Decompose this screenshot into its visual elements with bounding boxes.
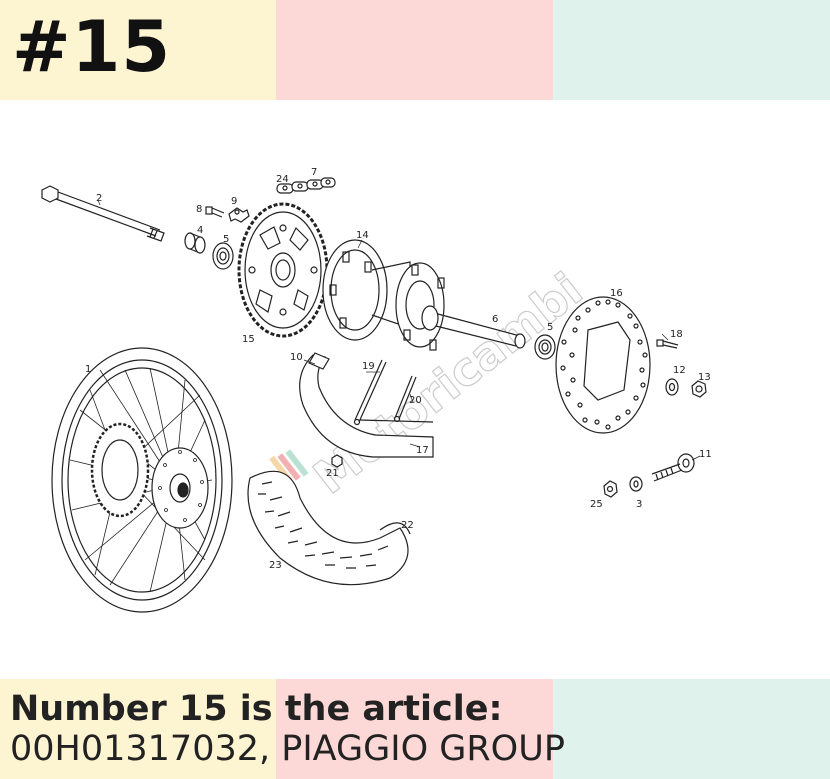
lock-plate bbox=[228, 207, 250, 223]
chain-links bbox=[276, 177, 336, 194]
label-14: 14 bbox=[356, 230, 369, 241]
label-17: 17 bbox=[416, 445, 429, 456]
band-pink-bottom bbox=[276, 679, 553, 779]
label-13: 13 bbox=[698, 372, 711, 383]
tire bbox=[247, 470, 409, 586]
label-15: 15 bbox=[242, 334, 255, 345]
band-pink bbox=[276, 0, 553, 100]
label-1: 1 bbox=[85, 364, 91, 375]
label-4: 4 bbox=[197, 225, 203, 236]
exploded-parts-diagram: Motoricambi bbox=[41, 167, 712, 613]
label-5a: 5 bbox=[223, 234, 229, 245]
tensioner-nut bbox=[603, 480, 618, 498]
page-title: #15 bbox=[12, 6, 172, 88]
sprocket bbox=[237, 202, 329, 338]
leader-lines bbox=[97, 199, 701, 461]
label-25: 25 bbox=[590, 499, 603, 510]
caption-article: 00H01317032, PIAGGIO GROUP bbox=[10, 729, 565, 769]
label-7: 7 bbox=[311, 167, 317, 178]
label-21: 21 bbox=[326, 468, 339, 479]
guard-bolts bbox=[353, 359, 417, 426]
label-12: 12 bbox=[673, 365, 686, 376]
label-2: 2 bbox=[96, 193, 102, 204]
label-11: 11 bbox=[699, 449, 712, 460]
label-19: 19 bbox=[362, 361, 375, 372]
top-color-band bbox=[0, 0, 830, 100]
label-5b: 5 bbox=[547, 322, 553, 333]
tensioner-washer bbox=[629, 476, 643, 492]
band-yellow bbox=[0, 0, 276, 100]
label-22: 22 bbox=[401, 520, 414, 531]
band-mint bbox=[553, 0, 830, 100]
disc-bolt bbox=[656, 339, 679, 349]
label-10: 10 bbox=[290, 352, 303, 363]
axle-bolt bbox=[41, 185, 165, 242]
label-16: 16 bbox=[610, 288, 623, 299]
rear-hub bbox=[322, 239, 445, 351]
label-24: 24 bbox=[276, 174, 289, 185]
bearing-right bbox=[534, 334, 556, 360]
part-labels: 1 2 3 4 5 5 6 7 8 9 10 11 12 13 14 15 16… bbox=[85, 167, 712, 571]
guard-nut bbox=[331, 454, 343, 468]
label-8: 8 bbox=[196, 204, 202, 215]
spacer bbox=[184, 232, 206, 254]
label-3: 3 bbox=[636, 499, 642, 510]
label-6: 6 bbox=[492, 314, 498, 325]
inner-tube bbox=[379, 522, 411, 535]
small-bolt bbox=[205, 206, 225, 218]
band-mint-bottom bbox=[553, 679, 830, 779]
bearing-left bbox=[212, 242, 234, 270]
tensioner-bolt bbox=[651, 453, 695, 482]
brake-disc bbox=[555, 296, 651, 434]
label-20: 20 bbox=[409, 395, 422, 406]
caption-heading: Number 15 is the article: bbox=[10, 689, 503, 729]
label-18: 18 bbox=[670, 329, 683, 340]
wheel-assembly bbox=[51, 347, 233, 613]
label-23: 23 bbox=[269, 560, 282, 571]
washer bbox=[665, 378, 679, 396]
hub-spacer bbox=[435, 313, 526, 349]
bottom-color-band bbox=[0, 679, 830, 779]
band-yellow-bottom bbox=[0, 679, 276, 779]
nut bbox=[691, 380, 707, 398]
label-9: 9 bbox=[231, 196, 237, 207]
